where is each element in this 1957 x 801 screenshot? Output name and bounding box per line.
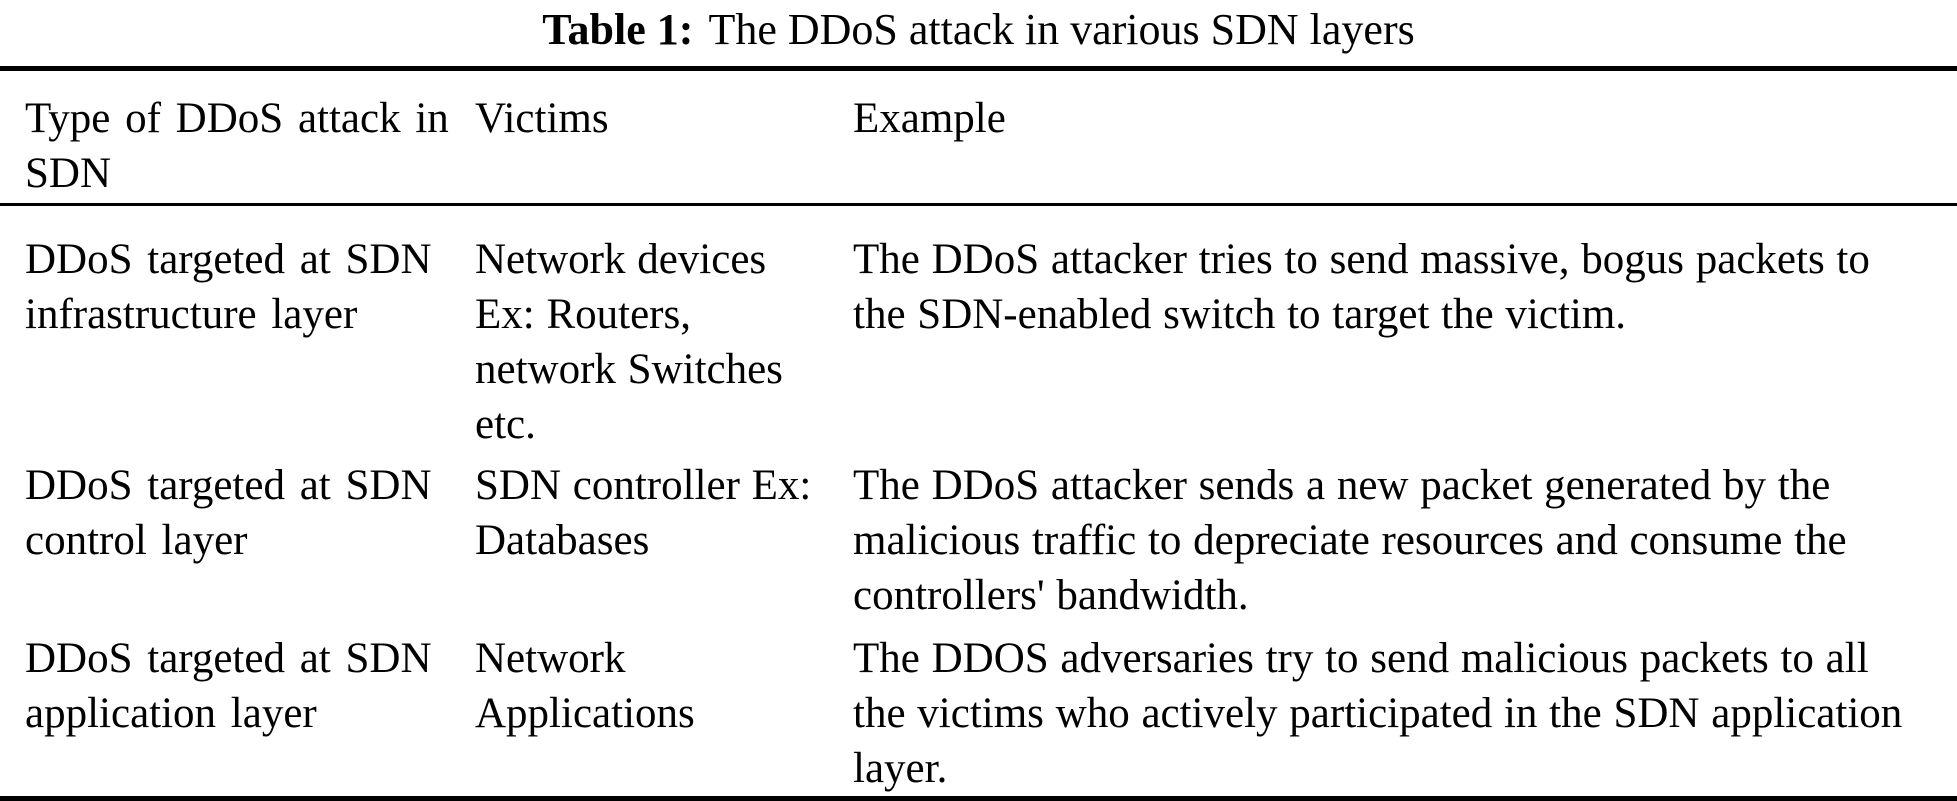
cell-example: The DDoS attacker tries to send massive,… [853,236,1870,338]
cell-attack-type: DDoS targeted at SDN control layer [25,462,432,564]
cell-victims: Network Applications [475,635,695,737]
table-row-application-layer: DDoS targeted at SDN application layer N… [0,623,1957,799]
cell-victims: Network devices Ex: Routers, network Swi… [475,236,783,448]
cell-example: The DDOS adversaries try to send malicio… [853,635,1903,792]
cell-attack-type: DDoS targeted at SDN infrastructure laye… [25,236,432,338]
header-row: Type of DDoS attack in SDN Victims Examp… [0,68,1957,205]
table-caption-text: The DDoS attack in various SDN layers [708,5,1415,54]
table-row-infrastructure-layer: DDoS targeted at SDN infrastructure laye… [0,205,1957,453]
table-caption-label: Table 1: [542,5,694,54]
table-header: Type of DDoS attack in SDN Victims Examp… [0,68,1957,205]
table-body: DDoS targeted at SDN infrastructure laye… [0,205,1957,799]
cell-example: The DDoS attacker sends a new packet gen… [853,462,1847,619]
table-caption: Table 1: The DDoS attack in various SDN l… [0,0,1957,66]
column-header-attack-type: Type of DDoS attack in SDN [25,95,449,197]
ddos-sdn-table: Type of DDoS attack in SDN Victims Examp… [0,66,1957,801]
cell-victims: SDN controller Ex: Databases [475,462,812,564]
column-header-victims: Victims [475,95,609,142]
table-row-control-layer: DDoS targeted at SDN control layer SDN c… [0,452,1957,623]
cell-attack-type: DDoS targeted at SDN application layer [25,635,432,737]
column-header-example: Example [853,95,1006,142]
